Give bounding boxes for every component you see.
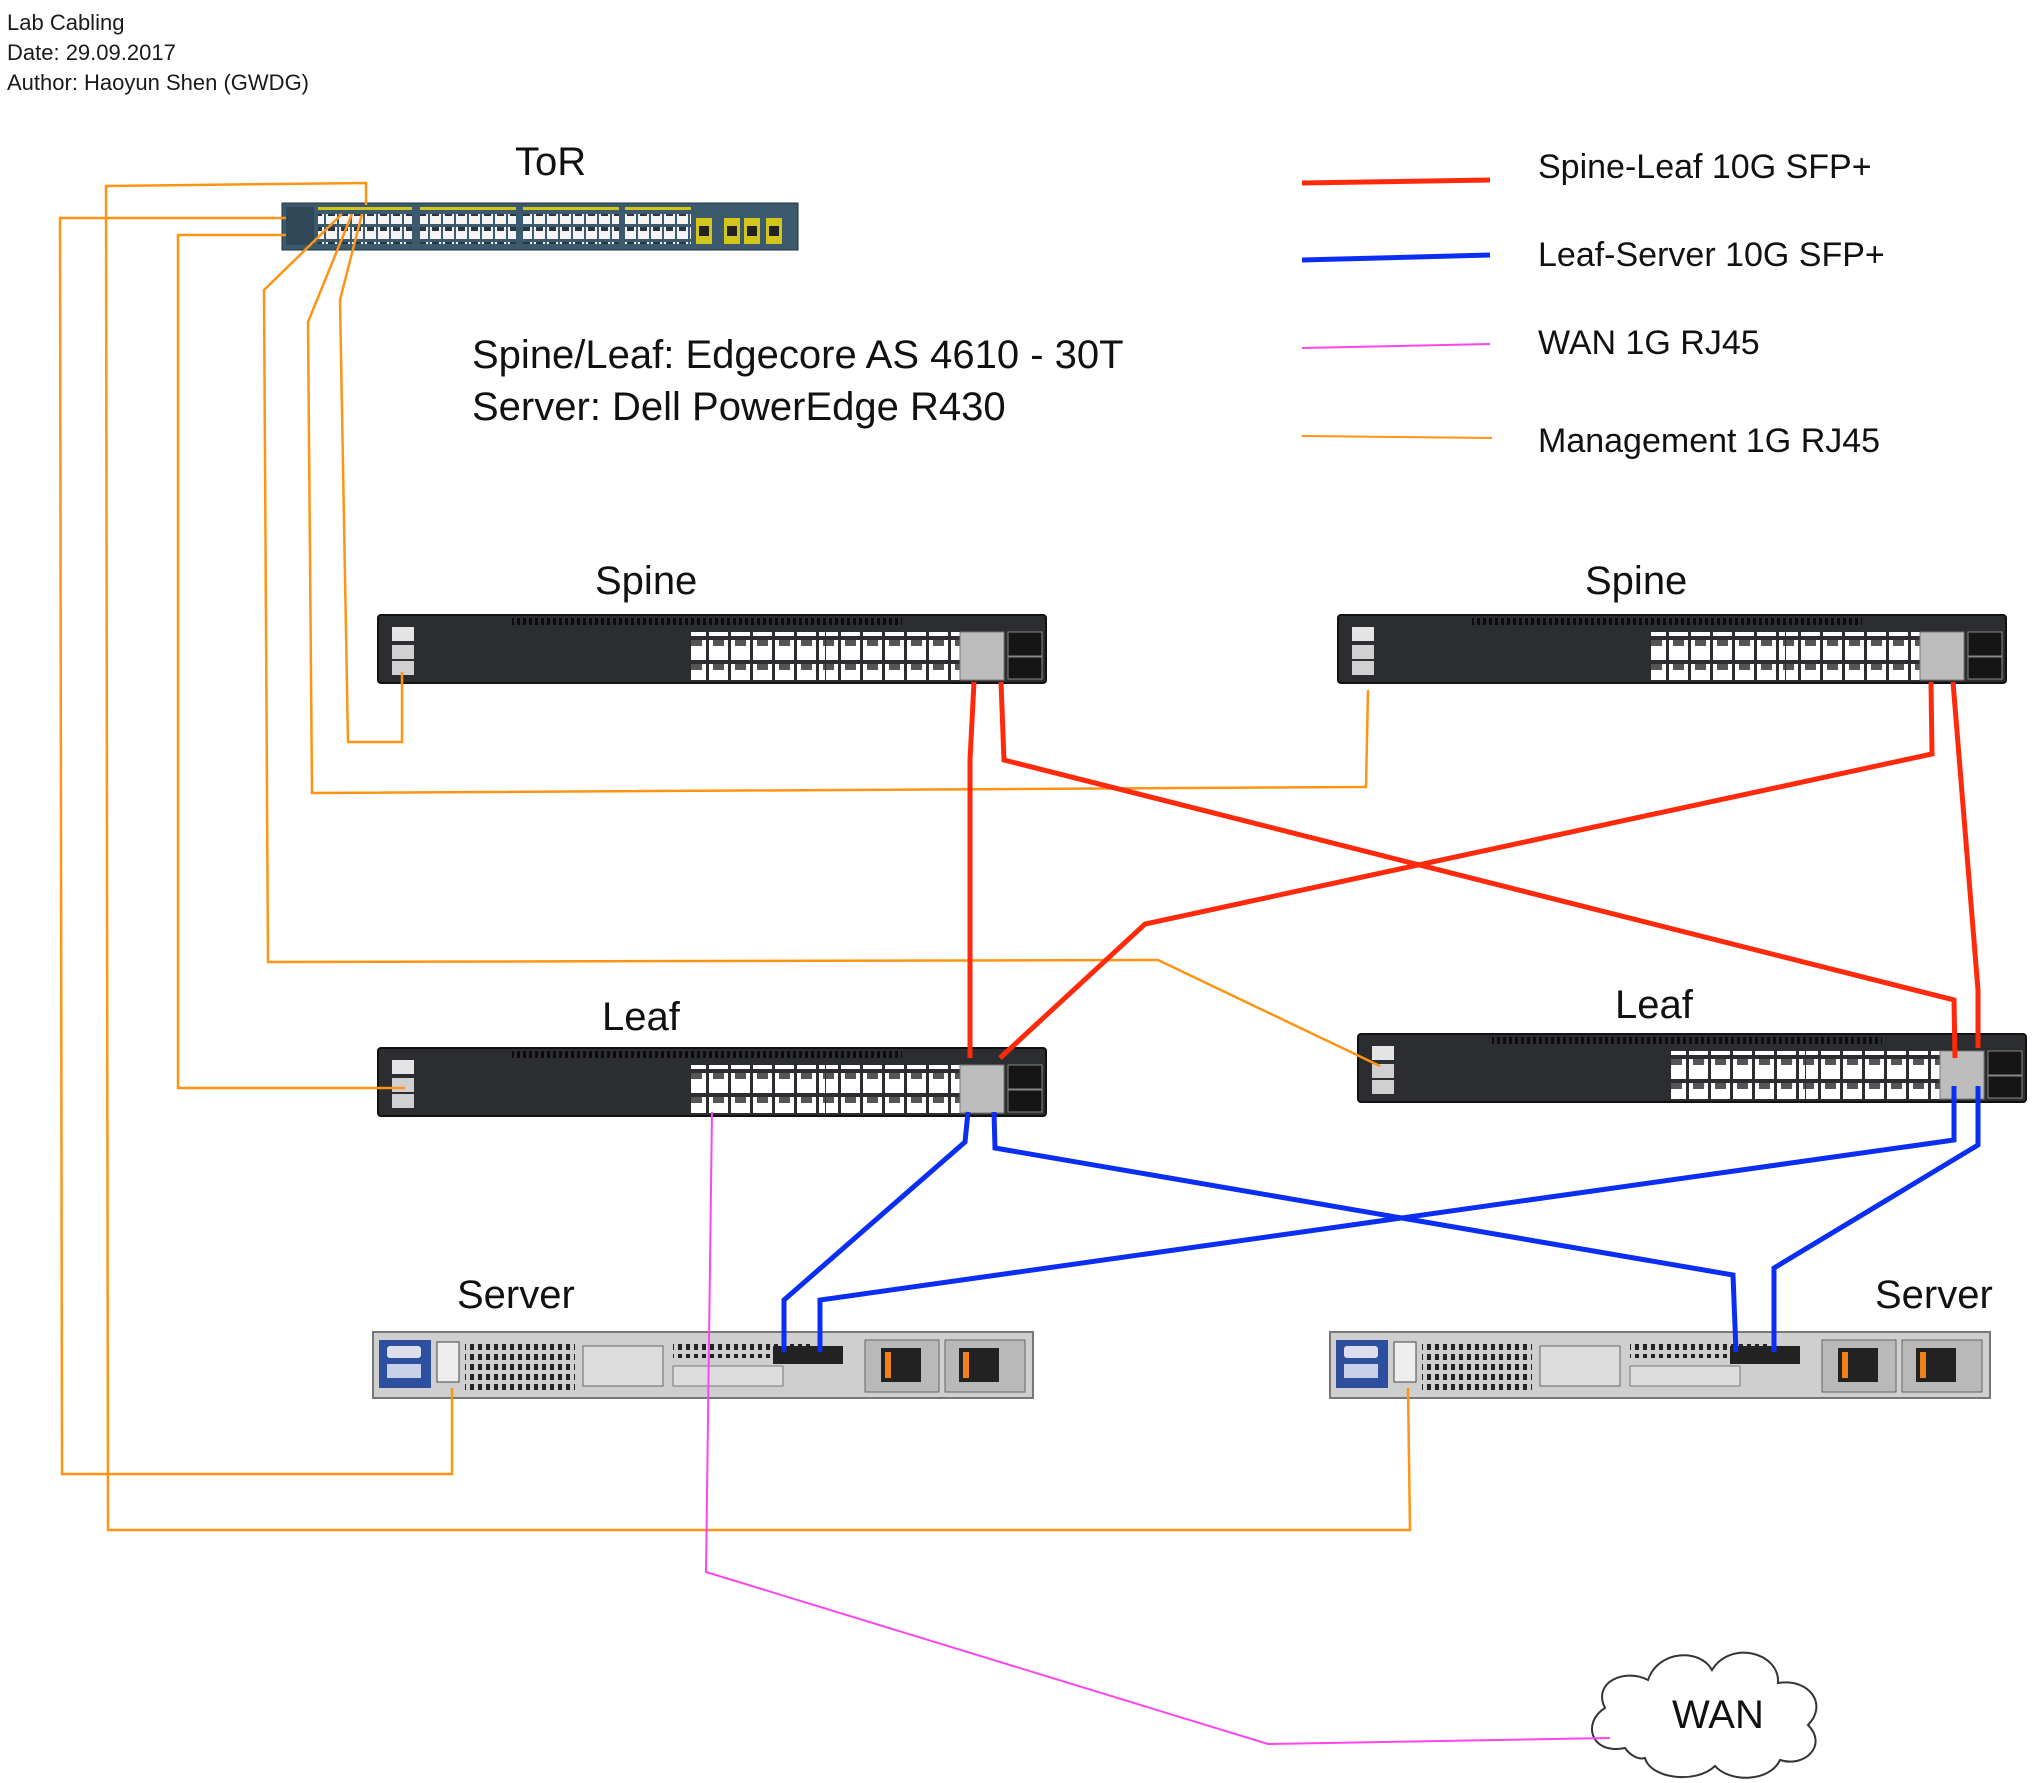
wan-cloud: WAN [1591, 1651, 1818, 1779]
leaf-right-switch [1357, 1033, 2027, 1103]
legend-label-wan: WAN 1G RJ45 [1538, 324, 1760, 362]
server-model-info: Server: Dell PowerEdge R430 [472, 385, 1006, 429]
leaf-server-cables [781, 1086, 1981, 1353]
spine-leaf-cable-3 [998, 681, 1935, 1060]
spine-right-label: Spine [1585, 559, 1687, 603]
legend-label-leaf-server: Leaf-Server 10G SFP+ [1538, 236, 1885, 274]
server-left-label: Server [457, 1273, 575, 1317]
management-cables [58, 181, 1412, 1532]
server-right-chassis [1329, 1331, 1991, 1399]
legend-swatch-spine-leaf [1301, 177, 1491, 186]
legend-label-management: Management 1G RJ45 [1538, 422, 1880, 460]
diagram-date: Date: 29.09.2017 [7, 40, 176, 65]
wan-cable [704, 1111, 1611, 1746]
spine-left-switch [377, 614, 1047, 684]
server-right-label: Server [1875, 1273, 1993, 1317]
legend: Spine-Leaf 10G SFP+ Leaf-Server 10G SFP+… [1301, 148, 1885, 460]
leaf-server-cable-3 [817, 1086, 1957, 1352]
legend-label-spine-leaf: Spine-Leaf 10G SFP+ [1538, 148, 1872, 186]
legend-swatch-management [1301, 435, 1493, 439]
mgmt-cable-spine-right [306, 213, 1370, 795]
spine-leaf-cable-1 [967, 681, 977, 1058]
wan-label: WAN [1672, 1693, 1764, 1737]
leaf-left-label: Leaf [602, 995, 681, 1039]
leaf-right-label: Leaf [1615, 983, 1694, 1027]
mgmt-cable-leaf-right [262, 213, 1381, 1068]
legend-swatch-leaf-server [1301, 252, 1491, 263]
diagram-title: Lab Cabling [7, 10, 124, 35]
diagram-author: Author: Haoyun Shen (GWDG) [7, 70, 309, 95]
spine-leaf-cables [967, 681, 1981, 1060]
leaf-left-switch [377, 1047, 1047, 1117]
legend-swatch-wan [1301, 343, 1491, 349]
spine-left-label: Spine [595, 559, 697, 603]
mgmt-cable-server-left [58, 216, 454, 1476]
mgmt-cable-spine-left [338, 213, 404, 744]
mgmt-cable-leaf-left [176, 233, 405, 1090]
leaf-server-cable-1 [781, 1111, 971, 1352]
switch-model-info: Spine/Leaf: Edgecore AS 4610 - 30T [472, 333, 1124, 377]
spine-right-switch [1337, 614, 2007, 684]
mgmt-cable-server-right [104, 181, 1412, 1532]
leaf-server-cable-2 [991, 1111, 1739, 1353]
spine-leaf-cable-4 [1950, 681, 1981, 1048]
tor-label: ToR [515, 140, 586, 184]
leaf-server-cable-4 [1771, 1086, 1981, 1352]
server-left-chassis [372, 1331, 1034, 1399]
tor-switch [281, 202, 799, 251]
spine-leaf-cable-2 [998, 681, 1958, 1059]
